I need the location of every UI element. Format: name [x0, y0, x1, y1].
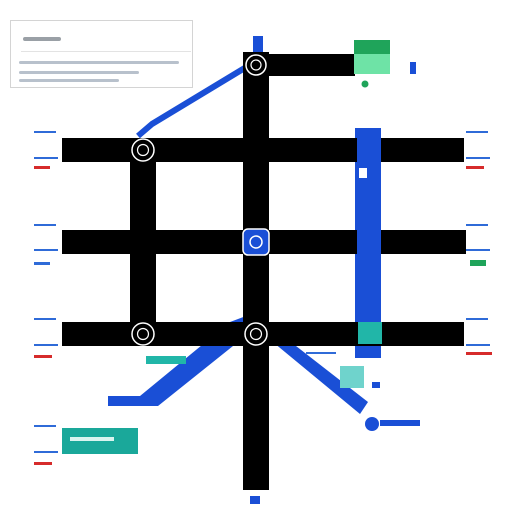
- route-right-overlay: [357, 138, 382, 344]
- road-horizontal-top: [243, 54, 355, 76]
- route-right-crossing-3: [358, 322, 382, 344]
- right-label-row-2: [466, 224, 490, 266]
- station-ring-icon[interactable]: [244, 322, 268, 346]
- side-labels: [34, 131, 492, 465]
- station-ring-icon[interactable]: [131, 322, 155, 346]
- center-small-labels: [306, 352, 380, 388]
- left-label-row-1: [34, 131, 58, 169]
- route-right-crossing-1: [357, 138, 381, 162]
- route-right-stub: [410, 62, 416, 74]
- station-ring-icon[interactable]: [131, 138, 155, 162]
- left-label-row-3: [34, 318, 58, 358]
- panels: [62, 40, 420, 454]
- lower-right-blue-bar: [380, 420, 420, 426]
- lower-right-blue-dot: [365, 417, 379, 431]
- lower-teal-bar: [146, 356, 186, 364]
- route-right-crossing-2: [357, 230, 381, 254]
- top-panel-dot: [361, 80, 369, 88]
- road-horizontal-1: [62, 138, 464, 162]
- legend-title: [23, 37, 61, 41]
- route-lower-right-branch: [268, 332, 368, 414]
- legend-row-1: [19, 61, 179, 64]
- station-ring-icon[interactable]: [245, 54, 267, 76]
- legend-row-2: [19, 71, 139, 74]
- route-right-window: [359, 168, 367, 178]
- left-label-row-4: [34, 425, 58, 465]
- bottom-arrow-icon: [250, 496, 260, 504]
- road-vertical-center: [243, 52, 269, 490]
- legend-card: [10, 20, 193, 88]
- top-panel-green: [354, 40, 390, 54]
- bottom-left-panel-label: [70, 437, 114, 441]
- left-label-row-2: [34, 224, 58, 265]
- lower-right-teal-block: [340, 366, 364, 388]
- route-top-stub: [253, 36, 263, 54]
- right-label-row-1: [466, 131, 490, 169]
- top-panel-mint: [354, 54, 390, 74]
- legend-divider: [21, 51, 191, 52]
- legend-row-3: [19, 79, 119, 82]
- stations: [131, 54, 270, 504]
- right-label-row-3: [466, 318, 492, 355]
- station-ring-filled-icon[interactable]: [242, 228, 270, 256]
